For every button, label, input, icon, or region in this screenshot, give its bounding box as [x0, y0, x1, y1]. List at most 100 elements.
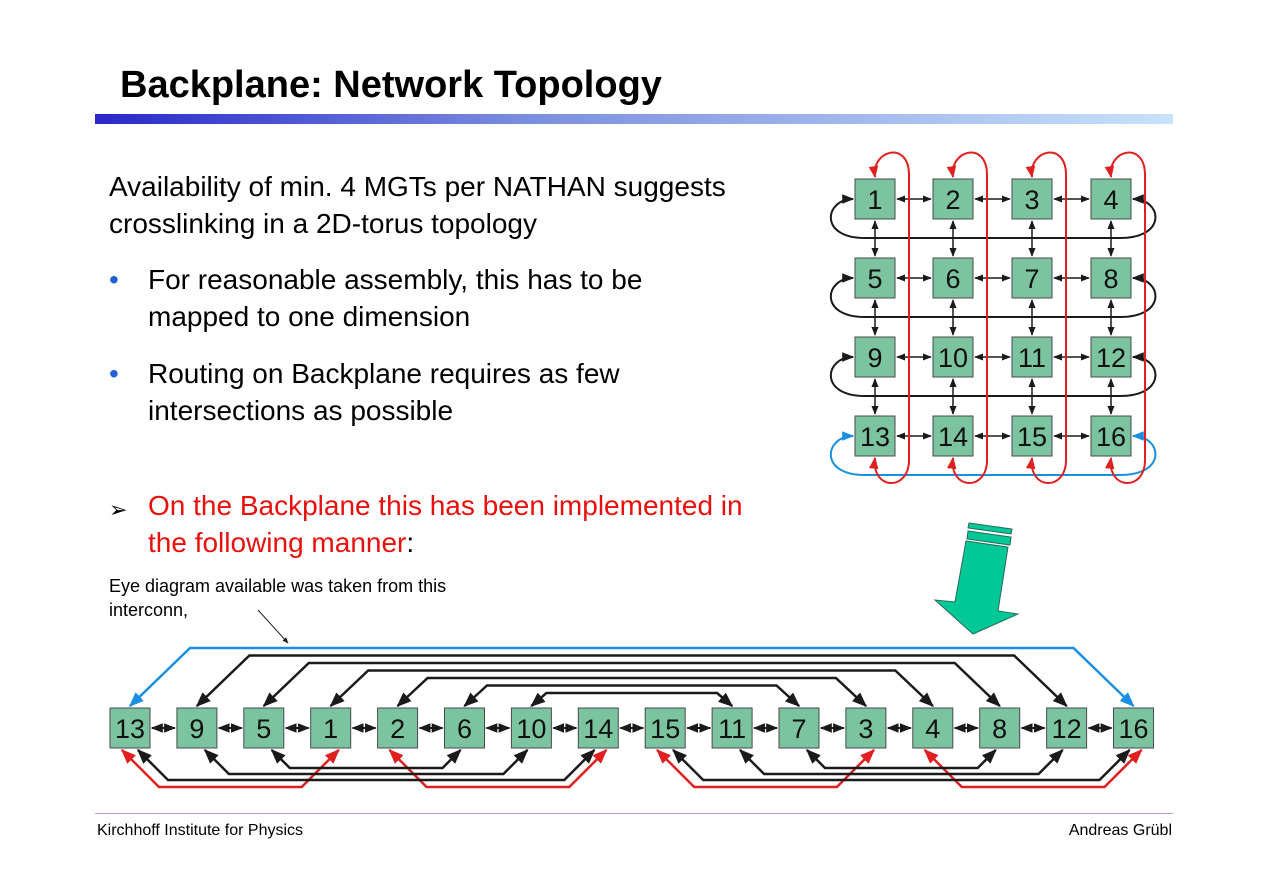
node-label: 12 [1052, 714, 1082, 744]
node-4: 4 [1090, 178, 1132, 220]
backplane-top-link [128, 646, 1135, 708]
node-2: 2 [377, 707, 419, 749]
node-label: 13 [860, 422, 890, 452]
node-label: 16 [1118, 714, 1148, 744]
node-1: 1 [854, 178, 896, 220]
node-10: 10 [932, 336, 974, 378]
node-12: 12 [1046, 707, 1088, 749]
annotation-note: Eye diagram available was taken from thi… [109, 576, 447, 620]
node-label: 2 [945, 185, 960, 215]
node-9: 9 [176, 707, 218, 749]
node-label: 16 [1096, 422, 1126, 452]
node-8: 8 [1090, 257, 1132, 299]
node-label: 13 [115, 714, 145, 744]
torus-row-wrap [829, 431, 1157, 476]
slide-title: Backplane: Network Topology [120, 64, 662, 106]
bullet-icon: • [109, 264, 119, 295]
node-15: 15 [644, 707, 686, 749]
torus-column-wrap [1025, 151, 1067, 484]
node-label: 8 [1103, 264, 1118, 294]
bullet-icon: • [109, 358, 119, 389]
backplane-top-link [530, 691, 734, 707]
node-14: 14 [577, 707, 619, 749]
node-11: 11 [1011, 336, 1053, 378]
node-label: 9 [867, 343, 882, 373]
torus-row-wrap [829, 352, 1157, 397]
node-label: 4 [925, 714, 940, 744]
node-label: 3 [1024, 185, 1039, 215]
down-arrow-icon [933, 522, 1020, 635]
node-5: 5 [854, 257, 896, 299]
node-label: 15 [650, 714, 680, 744]
node-label: 12 [1096, 343, 1126, 373]
intro-text: Availability of min. 4 MGTs per NATHAN s… [109, 171, 726, 239]
node-1: 1 [310, 707, 352, 749]
torus-row-wrap [829, 273, 1157, 318]
node-label: 3 [858, 714, 873, 744]
node-4: 4 [912, 707, 954, 749]
backplane-bottom-link [203, 748, 529, 776]
node-label: 14 [583, 714, 613, 744]
backplane-top-link [195, 654, 1068, 708]
node-label: 5 [256, 714, 271, 744]
title-underline-bar [95, 114, 1173, 124]
node-12: 12 [1090, 336, 1132, 378]
torus-column-wrap [1104, 151, 1146, 484]
node-16: 16 [1090, 415, 1132, 457]
node-5: 5 [243, 707, 285, 749]
node-label: 9 [189, 714, 204, 744]
node-label: 7 [791, 714, 806, 744]
bullet-text: For reasonable assembly, this has to be … [148, 264, 643, 332]
node-label: 6 [945, 264, 960, 294]
backplane-bottom-link [136, 748, 596, 782]
node-label: 2 [390, 714, 405, 744]
node-label: 11 [1018, 343, 1046, 373]
node-label: 10 [938, 343, 968, 373]
node-label: 11 [718, 714, 746, 744]
node-6: 6 [932, 257, 974, 299]
node-9: 9 [854, 336, 896, 378]
bullet-text: Routing on Backplane requires as few int… [148, 358, 620, 426]
node-label: 5 [867, 264, 882, 294]
node-16: 16 [1113, 707, 1154, 749]
node-13: 13 [109, 707, 151, 749]
node-3: 3 [845, 707, 887, 749]
node-label: 15 [1017, 422, 1047, 452]
torus-column-wrap [946, 151, 988, 484]
node-label: 8 [992, 714, 1007, 744]
footer-author: Andreas Grübl [1068, 822, 1172, 839]
node-label: 10 [516, 714, 546, 744]
backplane-bottom-link [739, 748, 1064, 776]
backplane-top-link [463, 684, 801, 708]
node-11: 11 [711, 707, 753, 749]
backplane-bottom-link [672, 748, 1131, 782]
node-15: 15 [1011, 415, 1053, 457]
node-7: 7 [778, 707, 820, 749]
node-6: 6 [444, 707, 485, 749]
node-10: 10 [510, 707, 552, 749]
node-label: 6 [457, 714, 472, 744]
node-label: 1 [323, 714, 338, 744]
node-label: 4 [1103, 185, 1118, 215]
conclusion-text: On the Backplane this has been implement… [148, 490, 743, 558]
node-label: 14 [938, 422, 968, 452]
backplane-top-link [396, 676, 867, 708]
torus-column-wrap [868, 151, 910, 484]
footer-institute: Kirchhoff Institute for Physics [97, 822, 304, 839]
node-13: 13 [854, 415, 896, 457]
footer-divider [95, 813, 1173, 814]
conclusion-colon: : [406, 527, 415, 558]
node-label: 7 [1024, 264, 1039, 294]
backplane-top-link [329, 669, 934, 708]
torus-row-wrap [829, 194, 1157, 239]
node-14: 14 [932, 415, 974, 457]
backplane-bottom-link [270, 748, 462, 770]
backplane-bottom-link [805, 748, 997, 770]
node-7: 7 [1011, 257, 1053, 299]
node-8: 8 [979, 707, 1021, 749]
backplane-top-link [262, 661, 1001, 708]
arrow-bullet-icon: ➢ [109, 497, 128, 522]
node-label: 1 [867, 185, 882, 215]
